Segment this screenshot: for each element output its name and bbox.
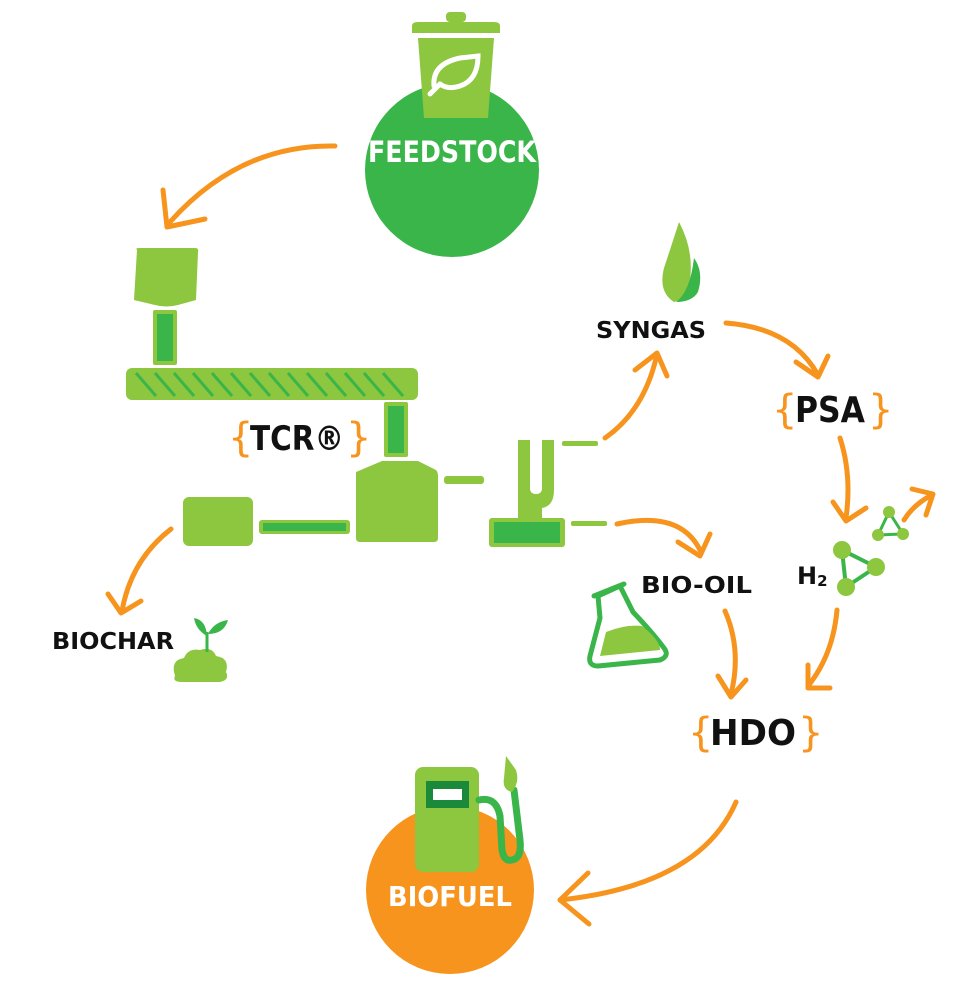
feedstock-label: FEEDSTOCK: [368, 135, 537, 169]
syngas-label: SYNGAS: [596, 318, 706, 344]
feedstock-circle: [365, 83, 539, 257]
arrow-head: [160, 187, 208, 230]
biofuel-circle: [366, 806, 534, 974]
arrow-head: [909, 486, 936, 518]
arrow-head: [557, 870, 592, 927]
hdo-brace-close: }: [798, 710, 823, 756]
molecule-icon: [833, 506, 909, 596]
arrow-head: [105, 591, 144, 616]
flask-icon: [587, 581, 669, 669]
recycle-bin-leaf-icon: [412, 12, 500, 118]
arrow-head: [715, 673, 749, 700]
condenser: [518, 440, 554, 518]
tcr-node: { TCR® }: [228, 415, 371, 461]
tcr-brace-close: }: [346, 415, 371, 461]
arrow-tcr-to-syngas: [602, 351, 660, 441]
fuel-pump-icon: [415, 756, 524, 872]
sprout-soil-icon: [173, 618, 228, 682]
arrow-head: [830, 499, 869, 524]
tcr-reactor: [126, 248, 607, 547]
arrow-tcr-to-biooil: [614, 517, 703, 553]
biochar-label: BIOCHAR: [52, 629, 174, 655]
tcr-brace-open: {: [228, 415, 253, 461]
hdo-label: HDO: [710, 713, 796, 754]
arrow-h2-to-hdo: [805, 607, 840, 689]
arrow-feedstock-to-tcr: [167, 143, 338, 225]
biofuel-label: BIOFUEL: [388, 880, 512, 913]
h2-node: H2: [797, 486, 936, 596]
arrow-head: [793, 353, 831, 380]
feedstock-node: FEEDSTOCK: [365, 12, 539, 257]
arrow-head: [675, 531, 713, 559]
auger-screw: [126, 368, 418, 400]
arrow-head: [805, 662, 833, 691]
reformer-vessel: [356, 461, 438, 542]
arrow-biooil-to-hdo: [722, 608, 738, 697]
biofuel-node: BIOFUEL: [366, 756, 534, 974]
arrow-psa-to-h2: [837, 435, 851, 521]
psa-brace-open: {: [772, 387, 797, 433]
psa-node: { PSA }: [772, 387, 893, 433]
arrow-tcr-to-biochar: [119, 526, 174, 614]
char-collector: [183, 497, 253, 546]
syngas-node: SYNGAS: [596, 222, 706, 344]
arrow-h2-vent: [901, 492, 935, 523]
h2-label: H2: [797, 562, 828, 590]
psa-brace-close: }: [868, 387, 893, 433]
arrow-head: [632, 350, 670, 379]
biochar-node: BIOCHAR: [52, 618, 228, 682]
hdo-node: { HDO }: [688, 710, 823, 756]
biooil-label: BIO-OIL: [641, 573, 752, 599]
biooil-node: BIO-OIL: [587, 573, 752, 669]
arrow-hdo-to-biofuel: [557, 799, 739, 903]
feed-hopper: [134, 248, 199, 307]
arrow-syngas-to-psa: [723, 320, 821, 378]
hdo-brace-open: {: [688, 710, 713, 756]
auger-hatching: [134, 372, 405, 397]
tcr-label: TCR®: [250, 419, 344, 459]
flame-icon: [662, 222, 701, 302]
psa-label: PSA: [795, 390, 865, 431]
